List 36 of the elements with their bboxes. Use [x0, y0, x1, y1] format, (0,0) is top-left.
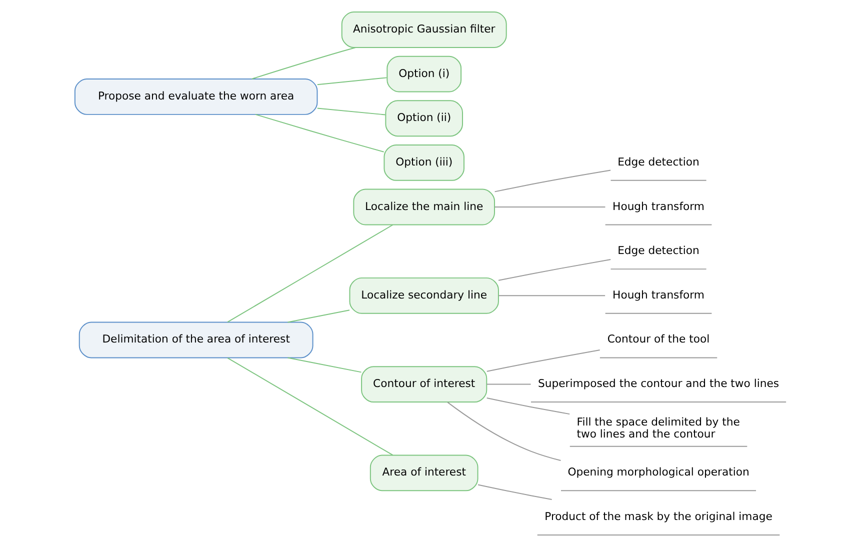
connector — [316, 108, 386, 116]
connector — [494, 206, 606, 208]
connector — [287, 310, 350, 323]
node-text: Superimposed the contour and the two lines — [538, 377, 780, 390]
node-text: Contour of the tool — [607, 332, 710, 346]
node-text: Fill the space delimited by the two lines and the contour — [576, 415, 740, 440]
connector — [316, 77, 388, 86]
node-text: Edge detection — [618, 155, 700, 168]
node-box: Contour of interest — [361, 366, 488, 403]
node-text: Hough transform — [612, 200, 704, 213]
node-box: Localize the main line — [353, 188, 496, 226]
connector — [227, 224, 394, 323]
node-box: Option (i) — [386, 56, 462, 92]
node-box: Localize secondary line — [349, 277, 499, 314]
node-box: Option (ii) — [385, 100, 463, 137]
connector — [254, 114, 384, 152]
connector — [478, 484, 552, 500]
connector — [447, 402, 562, 461]
node-text: Opening morphological operation — [568, 466, 750, 479]
node-box: Area of interest — [370, 454, 478, 492]
connector — [227, 357, 394, 456]
connector — [486, 350, 600, 372]
connector — [287, 357, 362, 373]
connector — [498, 258, 612, 281]
node-box: Anisotropic Gaussian filter — [341, 12, 507, 48]
node-box: Delimitation of the area of interest — [78, 322, 314, 358]
node-box: Option (iii) — [384, 144, 464, 181]
node-text: Product of the mask by the original image — [544, 510, 772, 524]
connector — [251, 46, 356, 80]
connector — [486, 384, 532, 385]
connector — [486, 397, 570, 415]
node-box: Propose and evaluate the worn area — [74, 78, 318, 115]
node-text: Edge detection — [618, 244, 700, 258]
connector — [498, 295, 606, 296]
connector — [494, 170, 612, 192]
node-text: Hough transform — [612, 288, 704, 302]
